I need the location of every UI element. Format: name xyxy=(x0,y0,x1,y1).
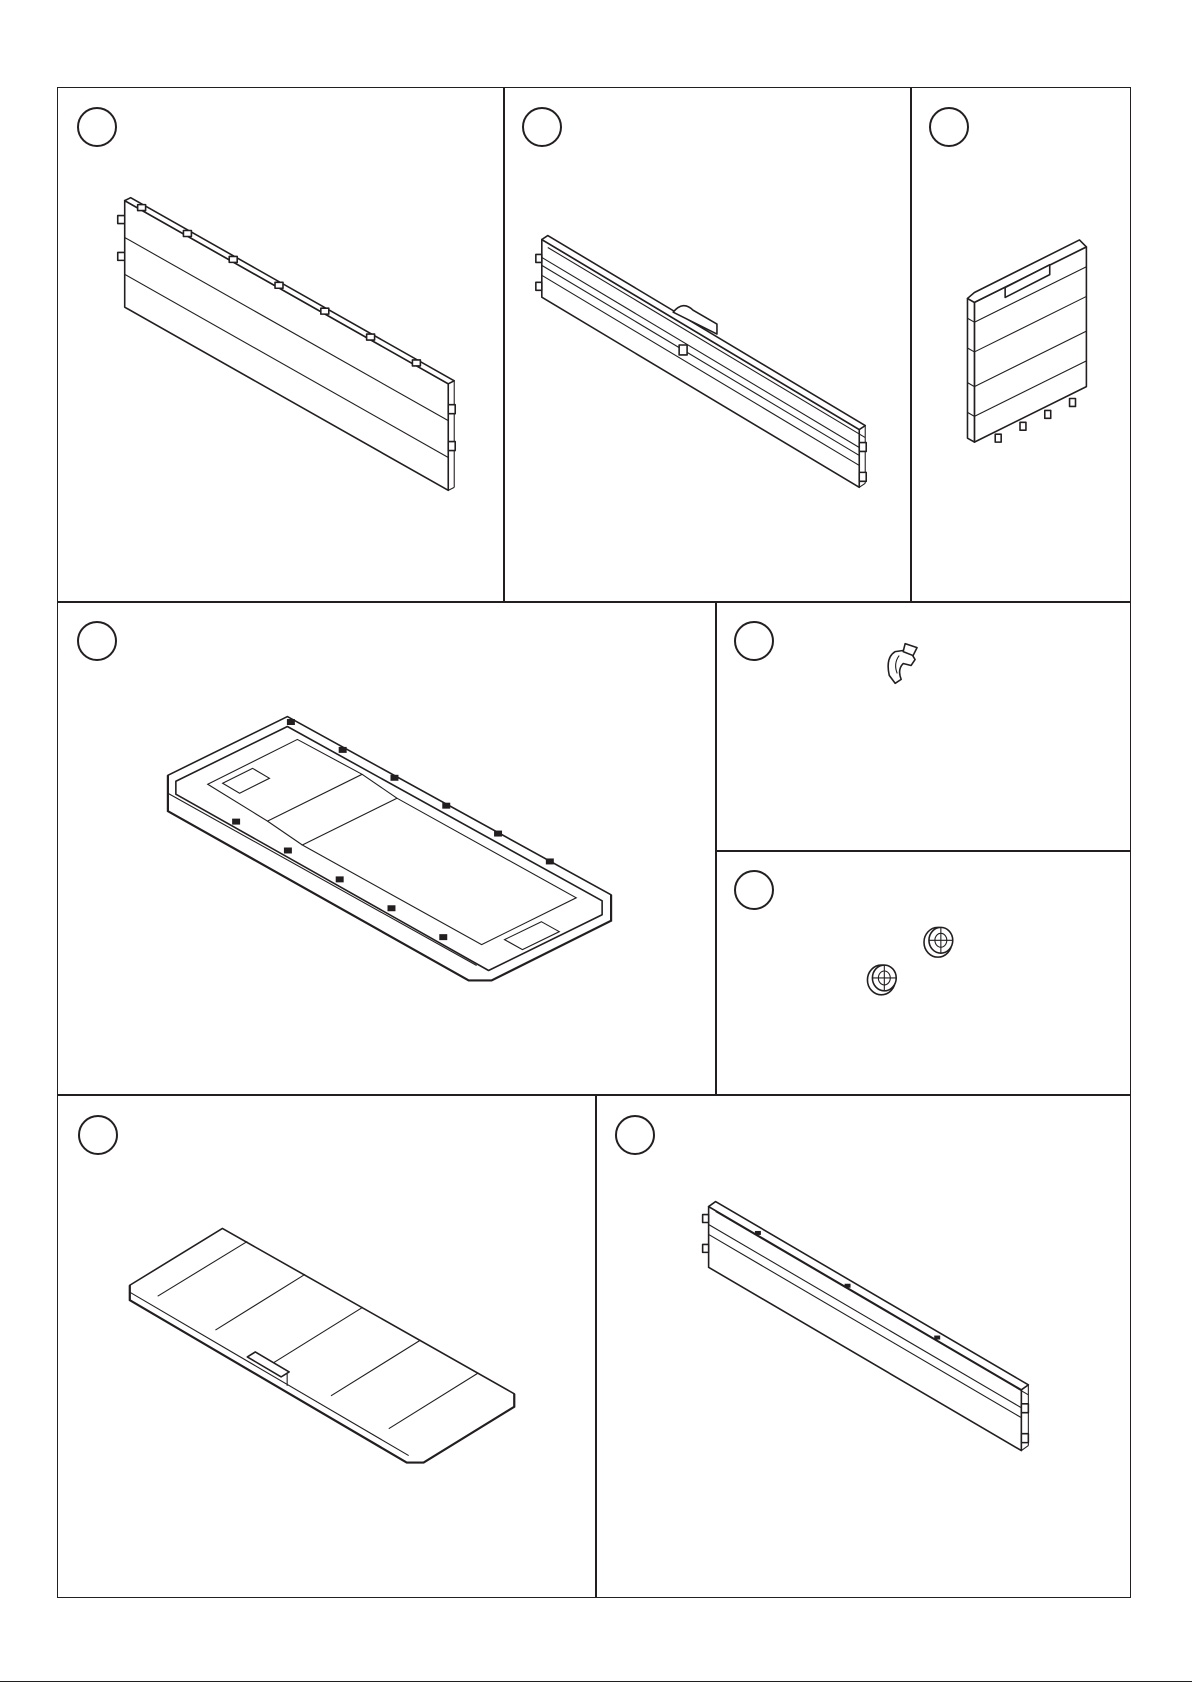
part-cell-lid xyxy=(57,1094,597,1598)
lid-panel-icon xyxy=(58,1095,596,1597)
part-cell-base-frame xyxy=(57,601,717,1096)
page-bottom-rule xyxy=(0,1681,1192,1682)
back-wall-panel-icon xyxy=(58,88,504,602)
part-cell-wheels xyxy=(715,850,1131,1096)
front-wall-panel-icon xyxy=(504,88,911,602)
wheel-icon xyxy=(716,851,1130,1095)
part-cell-clip xyxy=(715,601,1131,852)
clip-icon xyxy=(716,602,1130,851)
side-wall-panel-icon xyxy=(911,88,1130,602)
top-rail-panel-icon xyxy=(596,1095,1130,1597)
part-cell-top-rail xyxy=(595,1094,1131,1598)
base-frame-icon xyxy=(58,602,716,1095)
part-cell-side-wall xyxy=(910,87,1131,603)
part-cell-back-wall xyxy=(57,87,505,603)
part-cell-front-wall xyxy=(503,87,912,603)
